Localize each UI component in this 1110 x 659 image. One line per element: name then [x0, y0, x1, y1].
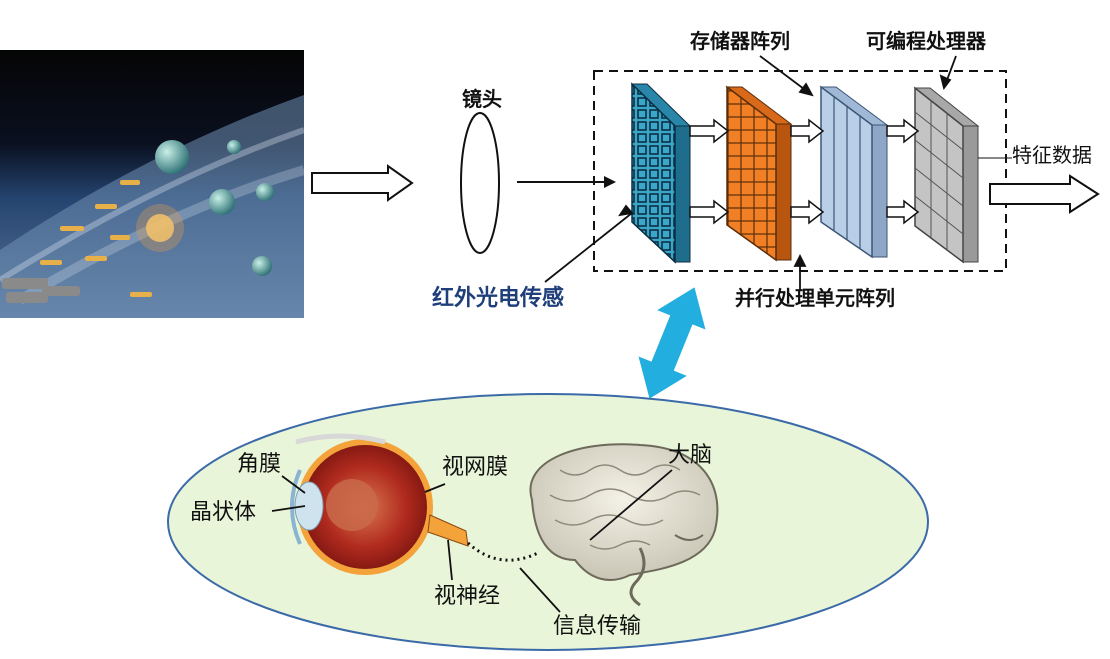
memory-array-label: 存储器阵列	[690, 29, 790, 53]
memory-array	[819, 85, 889, 259]
bio-label-pointers	[271, 469, 673, 613]
retina-label: 视网膜	[442, 455, 508, 480]
crystalline-lens-label: 晶状体	[190, 500, 256, 525]
optic-nerve-label: 视神经	[434, 584, 500, 609]
output-arrow	[989, 174, 1100, 214]
ir-sensor-label: 红外光电传感	[432, 285, 564, 311]
brain-label: 大脑	[668, 443, 712, 468]
eye-illustration	[290, 433, 469, 575]
programmable-processor	[913, 86, 980, 264]
pe-array-label: 并行处理单元阵列	[735, 286, 895, 310]
ir-sensor-array	[630, 82, 692, 264]
parallel-pe-array	[725, 85, 793, 262]
feature-data-label: 特征数据	[1012, 143, 1092, 167]
space-scene-photo	[0, 50, 306, 318]
dataflow-arrows	[689, 118, 920, 225]
label-pointers	[544, 55, 957, 290]
bio-inspired-double-arrow	[638, 287, 706, 399]
lens-label: 镜头	[462, 87, 502, 111]
lens-shape	[460, 112, 500, 254]
info-transmission-label: 信息传输	[553, 614, 641, 639]
cornea-label: 角膜	[237, 452, 281, 477]
processor-label: 可编程处理器	[866, 29, 987, 53]
input-arrow	[311, 164, 414, 202]
